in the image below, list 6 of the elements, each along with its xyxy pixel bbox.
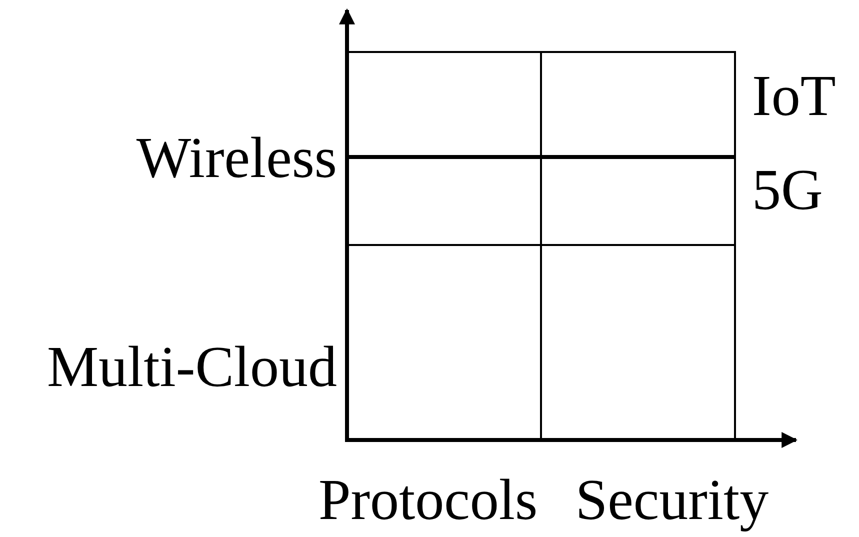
axis-label: Multi-Cloud bbox=[46, 338, 337, 396]
axis-label: 5G bbox=[752, 161, 823, 219]
axis-label: Wireless bbox=[136, 129, 337, 187]
axis-label: Protocols bbox=[318, 471, 538, 529]
axis-label: Security bbox=[575, 471, 769, 529]
axis-label: IoT bbox=[752, 67, 836, 125]
